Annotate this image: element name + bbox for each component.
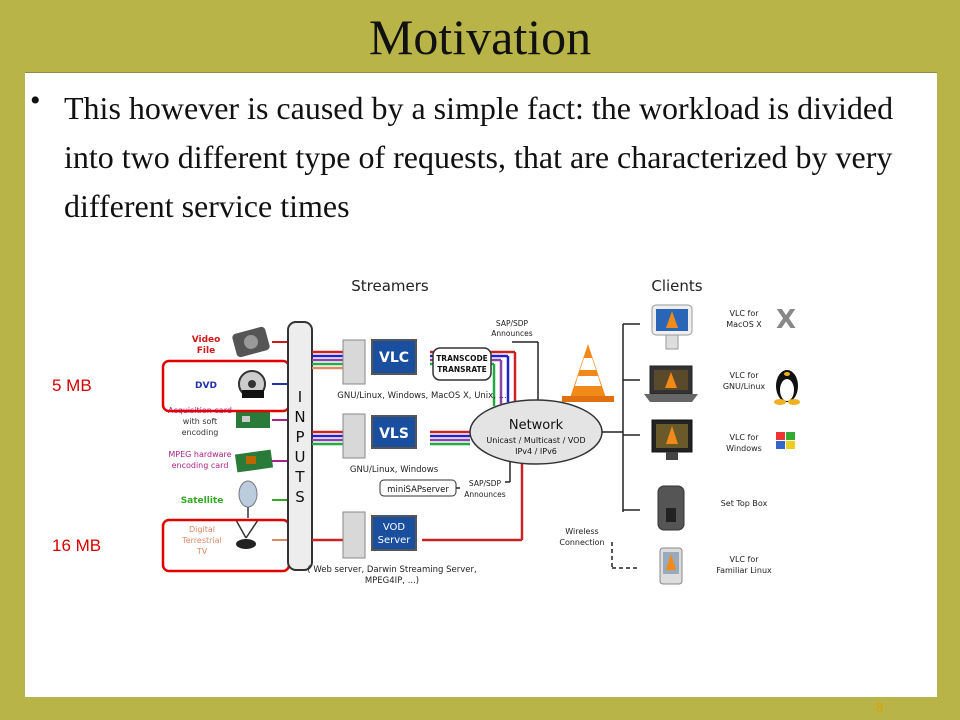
svg-text:Set Top Box: Set Top Box (721, 499, 768, 508)
macos-x-icon: X (776, 305, 796, 335)
network-title: Network (509, 418, 564, 433)
windows-logo-icon (776, 432, 795, 449)
svg-text:SAP/SDP: SAP/SDP (469, 479, 502, 488)
client-gnu-linux: VLC for GNU/Linux (644, 365, 800, 405)
acquisition-card-icon (236, 412, 270, 428)
svg-text:TRANSRATE: TRANSRATE (437, 365, 487, 374)
input-dvd: DVD (195, 381, 217, 391)
vls-streamer: VLS (342, 413, 417, 459)
input-digital-tv: Digital Terrestrial TV (181, 525, 222, 556)
input-satellite: Satellite (181, 496, 224, 506)
svg-text:VOD: VOD (383, 522, 406, 533)
svg-text:Digital: Digital (189, 525, 215, 534)
svg-text:MPEG4IP, ...): MPEG4IP, ...) (365, 576, 419, 586)
vlc-streamer: VLC (342, 339, 417, 385)
inputs-bar-label: I N P U T S (294, 388, 305, 506)
svg-text:MacOS X: MacOS X (726, 320, 762, 329)
sap-announces-top: SAP/SDP Announces (491, 319, 539, 400)
svg-text:File: File (197, 346, 215, 356)
svg-text:VLC for: VLC for (729, 371, 759, 380)
dvd-size-callout: 5 MB (52, 376, 92, 395)
client-macos: VLC for MacOS X X (651, 304, 796, 350)
svg-text:Windows: Windows (726, 444, 762, 453)
dvd-disc-icon (238, 370, 266, 398)
svg-text:MPEG hardware: MPEG hardware (168, 450, 231, 459)
svg-text:TRANSCODE: TRANSCODE (436, 354, 488, 363)
mpeg-card-icon (234, 449, 274, 473)
svg-text:GNU/Linux: GNU/Linux (723, 382, 766, 391)
network-protocols: IPv4 / IPv6 (515, 447, 557, 456)
svg-text:Terrestrial: Terrestrial (181, 536, 222, 545)
svg-text:encoding: encoding (182, 428, 219, 437)
client-set-top-box: Set Top Box (657, 485, 768, 531)
svg-text:Familiar Linux: Familiar Linux (716, 566, 772, 575)
svg-text:encoding card: encoding card (172, 461, 229, 470)
svg-text:with soft: with soft (183, 417, 217, 426)
vlc-architecture-diagram: Streamers Clients Video File DVD Acquisi… (161, 277, 800, 586)
tux-penguin-icon (774, 370, 800, 405)
svg-text:VLC for: VLC for (729, 433, 759, 442)
clients-header: Clients (651, 277, 702, 295)
bullet-marker: • (30, 84, 41, 117)
client-network-lines (602, 323, 640, 569)
svg-text:N: N (294, 408, 305, 426)
sap-announces-mid: SAP/SDP Announces (456, 454, 511, 499)
input-video-file: Video File (192, 335, 221, 356)
svg-text:SAP/SDP: SAP/SDP (496, 319, 529, 328)
svg-text:P: P (295, 428, 304, 446)
svg-text:U: U (295, 448, 306, 466)
vod-stream-line (422, 452, 524, 542)
dvd-highlight-box (161, 359, 291, 413)
minisap-box: miniSAPserver (379, 479, 457, 497)
page-number: 8 (876, 700, 884, 715)
streamers-header: Streamers (351, 277, 429, 295)
network-modes: Unicast / Multicast / VOD (486, 436, 585, 445)
wireless-label: Wireless Connection (559, 527, 604, 547)
svg-text:Announces: Announces (464, 490, 505, 499)
vlc-label: VLC (379, 350, 409, 366)
vod-description: ( Web server, Darwin Streaming Server, M… (307, 565, 476, 586)
svg-text:Connection: Connection (559, 538, 604, 547)
svg-text:miniSAPserver: miniSAPserver (387, 485, 449, 495)
svg-text:Announces: Announces (491, 329, 532, 338)
hard-drive-icon (232, 326, 270, 358)
vod-server: VOD Server (342, 511, 417, 559)
inputs-bar (287, 321, 313, 571)
svg-text:VLC for: VLC for (729, 309, 759, 318)
transcode-box: TRANSCODE TRANSRATE (432, 347, 492, 381)
svg-text:T: T (294, 468, 305, 486)
svg-text:Video: Video (192, 335, 221, 345)
svg-text:I: I (298, 388, 302, 406)
vlc-platforms: GNU/Linux, Windows, MacOS X, Unix, ... (337, 391, 506, 401)
network-node: Network Unicast / Multicast / VOD IPv4 /… (469, 399, 603, 465)
vls-stream-lines (312, 430, 470, 446)
tv-highlight-box (161, 518, 291, 573)
slide-title: Motivation (368, 9, 592, 65)
tv-size-callout: 16 MB (52, 536, 102, 555)
satellite-dish-icon (238, 480, 258, 518)
client-familiar-linux: VLC for Familiar Linux (659, 547, 772, 585)
svg-text:S: S (295, 488, 305, 506)
vls-label: VLS (379, 426, 409, 442)
svg-text:VLC for: VLC for (729, 555, 759, 564)
client-windows: VLC for Windows (651, 419, 795, 460)
svg-text:Wireless: Wireless (565, 527, 598, 536)
bullet-text: This however is caused by a simple fact:… (64, 90, 894, 224)
vlc-cone-icon (562, 344, 614, 402)
input-mpeg-hardware: MPEG hardware encoding card (168, 450, 231, 470)
tv-antenna-icon (235, 519, 259, 549)
vls-platforms: GNU/Linux, Windows (350, 465, 439, 475)
svg-text:Server: Server (378, 535, 412, 546)
svg-text:TV: TV (196, 547, 208, 556)
svg-text:( Web server, Darwin Streaming: ( Web server, Darwin Streaming Server, (307, 565, 476, 575)
